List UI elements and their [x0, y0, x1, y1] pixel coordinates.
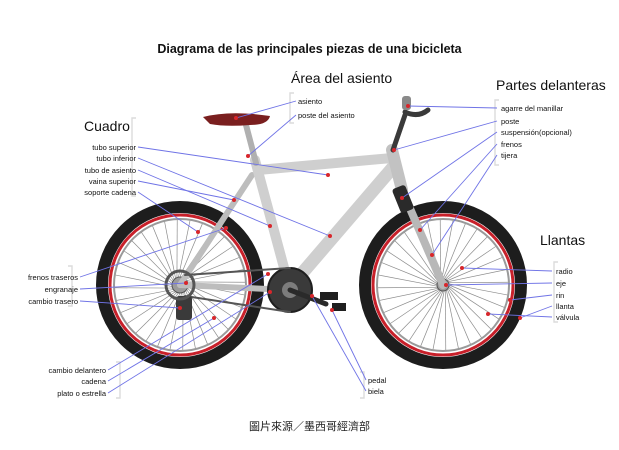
- label-asiento: asiento: [298, 97, 322, 106]
- label-poste: poste: [501, 117, 519, 126]
- part-markers: [178, 104, 522, 320]
- spoke: [448, 283, 508, 296]
- spoke: [381, 262, 438, 286]
- label-valvula: válvula: [556, 313, 580, 322]
- spoke: [387, 250, 438, 285]
- spoke: [398, 290, 441, 334]
- spoke: [127, 291, 176, 324]
- spoke: [445, 236, 488, 280]
- label-llanta: llanta: [556, 302, 575, 311]
- spoke: [445, 289, 459, 349]
- spoke: [441, 220, 454, 280]
- spoke: [378, 274, 438, 287]
- spoke: [383, 288, 439, 313]
- spoke: [118, 262, 173, 286]
- spoke: [131, 240, 173, 283]
- spoke: [390, 289, 440, 324]
- label-tijera: tijera: [501, 151, 518, 160]
- label-eje: eje: [556, 279, 566, 288]
- label-suspension: suspensión(opcional): [501, 128, 572, 137]
- spoke: [152, 225, 175, 280]
- label-pedal: pedal: [368, 376, 387, 385]
- spoke: [448, 284, 505, 308]
- label-rin: rin: [556, 291, 564, 300]
- section-cuadro: Cuadro: [84, 118, 130, 134]
- spoke: [442, 223, 466, 280]
- cuadro-bracket: [131, 117, 136, 197]
- label-poste-asiento: poste del asiento: [298, 111, 355, 120]
- drivetrain-bracket: [116, 361, 121, 399]
- spoke: [135, 292, 178, 334]
- spoke: [184, 246, 233, 279]
- label-cambio-delantero: cambio delantero: [48, 366, 106, 375]
- spoke: [379, 287, 439, 301]
- spoke: [447, 257, 503, 282]
- section-delanteras: Partes delanteras: [496, 77, 606, 93]
- label-radio: radio: [556, 267, 573, 276]
- label-agarre: agarre del manillar: [501, 104, 564, 113]
- spoke: [447, 288, 482, 338]
- spoke: [185, 257, 240, 280]
- spoke: [187, 286, 236, 320]
- spoke: [446, 246, 496, 281]
- label-tubo-superior: tubo superior: [92, 143, 136, 152]
- spoke: [178, 220, 191, 278]
- spoke: [448, 287, 492, 330]
- image-source-caption: 圖片來源／墨西哥經濟部: [249, 421, 370, 433]
- label-plato: plato o estrella: [57, 389, 107, 398]
- delanteras-bracket: [494, 99, 499, 166]
- asiento-bracket: [289, 92, 294, 124]
- section-llantas: Llantas: [540, 232, 585, 248]
- section-asiento: Área del asiento: [291, 70, 392, 86]
- spoke: [120, 290, 175, 313]
- label-cambio-trasero: cambio trasero: [28, 297, 78, 306]
- spoke: [432, 290, 445, 350]
- spoke: [420, 290, 444, 347]
- spoke: [408, 290, 443, 341]
- spoke: [446, 289, 471, 345]
- label-frenos-traseros: frenos traseros: [28, 273, 78, 282]
- spoke: [164, 221, 176, 279]
- pedal-bracket: [360, 371, 365, 399]
- llantas-bracket: [553, 261, 558, 323]
- spoke: [141, 232, 174, 281]
- spoke: [443, 229, 478, 280]
- spoke: [404, 232, 439, 282]
- spoke: [447, 269, 507, 283]
- label-tubo-inferior: tubo inferior: [96, 154, 136, 163]
- label-biela: biela: [368, 387, 385, 396]
- rear-bracket: [68, 265, 73, 307]
- front-wheel: [359, 201, 527, 369]
- spoke: [448, 285, 499, 320]
- diagram-title: Diagrama de las principales piezas de un…: [157, 42, 462, 56]
- leader-lines: [79, 100, 553, 394]
- spoke: [116, 289, 174, 301]
- label-cadena: cadena: [81, 377, 106, 386]
- spoke: [115, 274, 173, 287]
- label-vaina-superior: vaina superior: [89, 177, 137, 186]
- spoke: [187, 287, 229, 330]
- spoke: [394, 240, 438, 283]
- spoke: [124, 250, 173, 284]
- label-tubo-asiento: tubo de asiento: [85, 166, 136, 175]
- spoke: [145, 292, 179, 341]
- label-soporte-cadena: soporte cadena: [84, 188, 137, 197]
- label-frenos: frenos: [501, 140, 522, 149]
- label-engranaje: engranaje: [45, 285, 78, 294]
